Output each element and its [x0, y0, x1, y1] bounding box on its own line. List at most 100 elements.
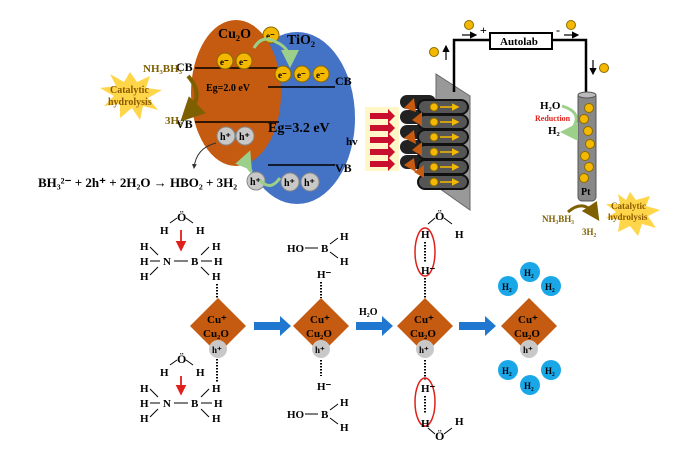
tube-electrons: [429, 102, 460, 187]
red-ellipse: [414, 377, 436, 427]
svg-text:Cu₂O: Cu₂O: [306, 328, 332, 340]
svg-text:H: H: [140, 413, 149, 425]
h2-bubble: H₂: [520, 262, 540, 282]
svg-text:HO: HO: [287, 243, 305, 255]
wire-left: [452, 38, 490, 92]
svg-text:B: B: [191, 398, 199, 410]
svg-text:H: H: [140, 256, 149, 268]
h2o-label: H₂O: [359, 307, 378, 318]
svg-text:N: N: [163, 398, 171, 410]
svg-text:H: H: [196, 225, 205, 237]
svg-text:H: H: [140, 383, 149, 395]
svg-text:H: H: [455, 229, 464, 241]
water-top: Ö H H H⁻: [414, 209, 464, 298]
autolab-label: Autolab: [500, 36, 538, 48]
svg-text:H₂: H₂: [524, 381, 534, 391]
hole-transfer-arrow: [247, 156, 282, 187]
svg-text:B: B: [191, 256, 199, 268]
svg-text:H₂: H₂: [545, 282, 555, 292]
cu2o-site: Cu⁺ Cu₂O h⁺: [293, 298, 349, 358]
h2-bubbles: H₂ H₂ H₂ H₂ H₂ H₂: [498, 262, 561, 395]
svg-text:Ö: Ö: [435, 429, 444, 443]
cu2o-site: Cu⁺ Cu₂O h⁺: [397, 298, 453, 358]
h2-bubble: H₂: [520, 375, 540, 395]
svg-text:e⁻: e⁻: [239, 57, 248, 67]
catalytic-star-left: [100, 72, 162, 120]
borane-bottom: H⁻ HO B HH: [287, 360, 349, 434]
svg-text:H: H: [140, 241, 149, 253]
svg-text:h⁺: h⁺: [304, 178, 315, 189]
svg-text:B: B: [321, 409, 329, 421]
svg-text:H: H: [214, 398, 223, 410]
svg-text:H: H: [160, 367, 169, 379]
svg-text:h⁺: h⁺: [212, 345, 222, 355]
electron: [566, 20, 576, 30]
equation: BH₃²⁻ + 2h⁺ + 2H₂O → HBO₂ + 3H₂: [38, 175, 237, 190]
nh3bh3-label: NH₃BH₃: [143, 63, 183, 75]
band-diagram: Cu₂O TiO₂ CB VB Eg=2.0 eV CB VB Eg=3.2 e…: [38, 20, 358, 204]
hole: h⁺: [235, 126, 255, 146]
svg-text:e⁻: e⁻: [316, 70, 325, 80]
svg-text:Cu₂O: Cu₂O: [410, 328, 436, 340]
svg-text:h⁺: h⁺: [523, 345, 533, 355]
svg-text:H: H: [140, 271, 149, 283]
svg-text:B: B: [321, 243, 329, 255]
svg-text:H₂: H₂: [502, 366, 512, 376]
minus-sign: -: [556, 23, 560, 37]
svg-text:H₂: H₂: [545, 366, 555, 376]
svg-text:e⁻: e⁻: [297, 70, 306, 80]
star-text-line2: hydrolysis: [608, 212, 648, 222]
svg-text:H: H: [340, 422, 349, 434]
3h2-label: 3H₂: [165, 115, 183, 127]
hv-label: hv: [346, 136, 358, 148]
pt-label: Pt: [581, 187, 591, 198]
hydrolysis-arrow-right: [567, 201, 600, 221]
svg-text:H: H: [455, 416, 464, 428]
electron: e⁻: [216, 52, 234, 70]
tio2-cb-label: CB: [335, 74, 352, 88]
svg-text:H: H: [421, 229, 430, 241]
svg-text:H: H: [340, 256, 349, 268]
svg-text:h⁺: h⁺: [419, 345, 429, 355]
svg-text:h⁺: h⁺: [250, 177, 261, 188]
svg-text:e⁻: e⁻: [278, 70, 287, 80]
electron: [464, 20, 474, 30]
wire-right: [552, 38, 588, 92]
svg-text:Cu⁺: Cu⁺: [518, 314, 538, 326]
hole: h⁺: [246, 171, 266, 191]
hole: h⁺: [280, 172, 300, 192]
svg-text:H: H: [340, 397, 349, 409]
electron: e⁻: [235, 52, 253, 70]
svg-text:h⁺: h⁺: [239, 132, 250, 143]
electron: e⁻: [274, 65, 292, 83]
svg-text:H⁻: H⁻: [421, 265, 436, 277]
cu2o-cb-label: CB: [176, 60, 193, 74]
reduction-arrow: [560, 104, 579, 141]
svg-text:h⁺: h⁺: [284, 178, 295, 189]
svg-text:Ö: Ö: [177, 210, 186, 224]
svg-text:h⁺: h⁺: [220, 132, 231, 143]
star-text-line1: Catalytic: [611, 201, 646, 211]
svg-text:H⁻: H⁻: [421, 383, 436, 395]
svg-text:H: H: [140, 398, 149, 410]
svg-text:H: H: [212, 413, 221, 425]
light-arrows: [370, 109, 395, 171]
svg-text:H⁻: H⁻: [317, 269, 332, 281]
photoelectrochemical-cell: Autolab + - Pt H₂O Reduction H₂ Cat: [365, 20, 660, 237]
svg-text:H: H: [212, 241, 221, 253]
plus-sign: +: [480, 23, 487, 37]
svg-text:Ö: Ö: [177, 352, 186, 366]
water-bottom: H⁻ H Ö H: [414, 360, 464, 443]
svg-text:HO: HO: [287, 409, 305, 421]
hole: h⁺: [300, 172, 320, 192]
svg-text:Cu₂O: Cu₂O: [514, 328, 540, 340]
svg-text:H₂: H₂: [524, 268, 534, 278]
step-arrow: [356, 316, 393, 336]
h2o-label: H₂O: [540, 100, 561, 112]
h2-bubble: H₂: [498, 276, 518, 296]
h2-bubble: H₂: [498, 360, 518, 380]
h2-bubble: H₂: [541, 276, 561, 296]
